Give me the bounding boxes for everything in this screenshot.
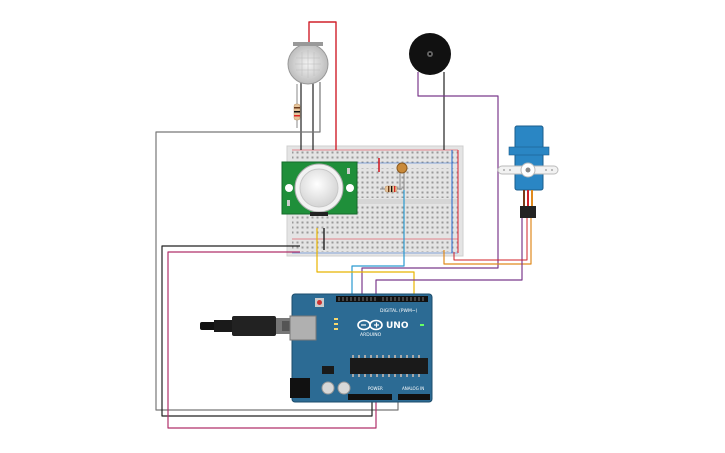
- wire-red-gas-power: [308, 21, 337, 150]
- wire-purple-servo: [375, 218, 523, 296]
- board-brand-label: ARDUINO: [360, 332, 382, 338]
- wire-purple-buzzer: [361, 72, 499, 296]
- gas-sensor[interactable]: [287, 42, 329, 85]
- analog-in-label: ANALOG IN: [402, 386, 424, 391]
- arduino-logo: [357, 319, 383, 331]
- usb-cable: [200, 316, 292, 336]
- wire-red-servo: [453, 218, 528, 261]
- wires: [155, 21, 532, 429]
- pir-sensor[interactable]: [281, 161, 358, 216]
- wire-yellow-pir: [316, 228, 415, 296]
- wire-magenta-power: [167, 251, 377, 429]
- board-model-label: UNO: [386, 321, 409, 331]
- digital-header-label: DIGITAL (PWM~): [380, 308, 418, 314]
- wire-gray-gas-signal: [155, 82, 399, 411]
- resistor-breadboard[interactable]: [380, 185, 402, 193]
- resistor-gas[interactable]: [293, 84, 301, 128]
- photoresistor[interactable]: [396, 162, 408, 190]
- arduino-uno[interactable]: DIGITAL (PWM~) ARDUINO UNO: [289, 293, 433, 403]
- power-label: POWER: [368, 386, 383, 391]
- wire-orange-servo: [443, 218, 532, 265]
- piezo-buzzer[interactable]: [409, 33, 451, 75]
- breadboard: [286, 145, 464, 257]
- wire-blue-sensor: [351, 190, 405, 296]
- micro-servo[interactable]: [497, 125, 559, 218]
- wire-black-ground: [161, 245, 373, 417]
